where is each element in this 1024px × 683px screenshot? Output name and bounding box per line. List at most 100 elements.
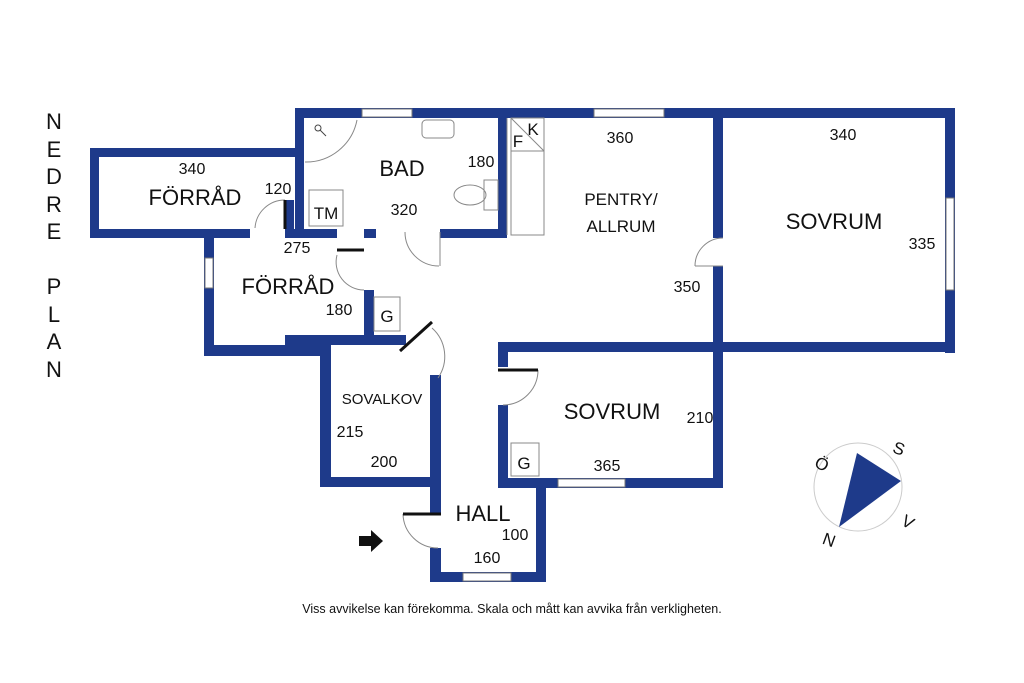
room-name-bad: BAD [379, 156, 424, 181]
dimension-label: 120 [265, 181, 292, 198]
washing-machine [308, 189, 344, 227]
dimension-label: 200 [371, 454, 398, 471]
toilet-tank [483, 179, 499, 211]
dimension-label: 215 [337, 424, 364, 441]
compass-v: V [898, 511, 918, 533]
window [361, 108, 413, 118]
door-swing [404, 231, 440, 267]
shower-icon [314, 124, 327, 137]
floor-title-letter: D [46, 164, 62, 189]
wall [536, 478, 546, 582]
compass: S Ö V N [811, 438, 918, 551]
fixture-label: G [517, 454, 530, 473]
wall [285, 229, 337, 238]
floor-title-letter: R [46, 191, 62, 217]
door-leaf [398, 320, 434, 353]
floor-title-letter: E [46, 136, 62, 162]
room-name-hall: HALL [455, 501, 510, 526]
wall [90, 229, 250, 238]
wall [90, 148, 298, 157]
appliance-diagonal [510, 117, 545, 152]
door-swing [402, 513, 439, 549]
room-name-sovrum-south: SOVRUM [564, 399, 661, 424]
door-stops [283, 200, 538, 516]
windows [204, 108, 955, 582]
door-swing [254, 199, 286, 229]
dimension-label: 210 [687, 410, 714, 427]
window [593, 108, 665, 118]
wall [713, 108, 723, 238]
wall [364, 229, 376, 238]
window [204, 257, 214, 289]
floor-title-letter: N [46, 356, 62, 382]
floor-title-letter: L [47, 301, 61, 327]
disclaimer: Viss avvikelse kan förekomma. Skala och … [302, 602, 722, 616]
room-name-sovalkov: SOVALKOV [342, 391, 423, 408]
compass-s: S [890, 438, 907, 460]
wall [430, 375, 441, 487]
wall [498, 342, 508, 367]
wall [364, 290, 374, 345]
wall [430, 478, 441, 514]
dimension-label: 320 [391, 202, 418, 219]
wall [498, 108, 507, 238]
wall [430, 548, 441, 582]
fixture-label: TM [314, 204, 339, 223]
compass-o: Ö [811, 453, 832, 476]
arrow-right-icon [359, 530, 383, 552]
floor-title-letter: P [46, 274, 62, 299]
dimension-label: 360 [607, 130, 634, 147]
dimension-label: 350 [674, 279, 701, 296]
dimension-label: 160 [474, 550, 501, 567]
wall [204, 238, 214, 356]
wall [713, 266, 723, 488]
door-swing [502, 369, 539, 406]
wall [498, 342, 955, 352]
wall [285, 200, 294, 238]
dimension-label: 100 [502, 527, 529, 544]
floor-title-letter: E [46, 219, 62, 244]
room-name-sovrum-east: SOVRUM [786, 209, 883, 234]
wall [364, 335, 406, 345]
closet-box [510, 442, 540, 477]
wall [505, 108, 955, 118]
wall [440, 229, 507, 238]
sink [421, 119, 455, 139]
compass-n: N [820, 529, 838, 551]
toilet [453, 184, 487, 206]
door-swing [694, 237, 724, 267]
dimension-label: 340 [830, 127, 857, 144]
wall [320, 477, 441, 487]
appliance-box [510, 117, 545, 152]
wall [320, 345, 331, 487]
floor-title-letter: A [46, 329, 62, 354]
compass-ring [813, 442, 903, 532]
compass-needle [839, 453, 901, 527]
dimension-label: 180 [326, 302, 353, 319]
room-name-allrum: ALLRUM [587, 217, 656, 236]
dimension-label: 180 [468, 154, 495, 171]
window [945, 197, 955, 291]
dimension-label: 335 [909, 236, 936, 253]
window [557, 478, 626, 488]
wall [204, 345, 324, 356]
window [462, 572, 512, 582]
walls [90, 108, 955, 582]
door-swing [304, 119, 358, 163]
door-swing [335, 254, 365, 291]
room-name-forrad-top: FÖRRÅD [149, 185, 242, 210]
dimension-label: 340 [179, 161, 206, 178]
wall [498, 405, 508, 488]
dimension-label: 275 [284, 240, 311, 257]
fixture-label: G [380, 307, 393, 326]
fixture-label: F [513, 132, 523, 151]
dimension-label: 365 [594, 458, 621, 475]
door-swing [431, 327, 446, 379]
fixture-label: K [527, 120, 539, 139]
wall [295, 108, 304, 238]
wall [90, 148, 99, 238]
wall [285, 335, 370, 345]
floor-title-letter: N [46, 109, 62, 134]
